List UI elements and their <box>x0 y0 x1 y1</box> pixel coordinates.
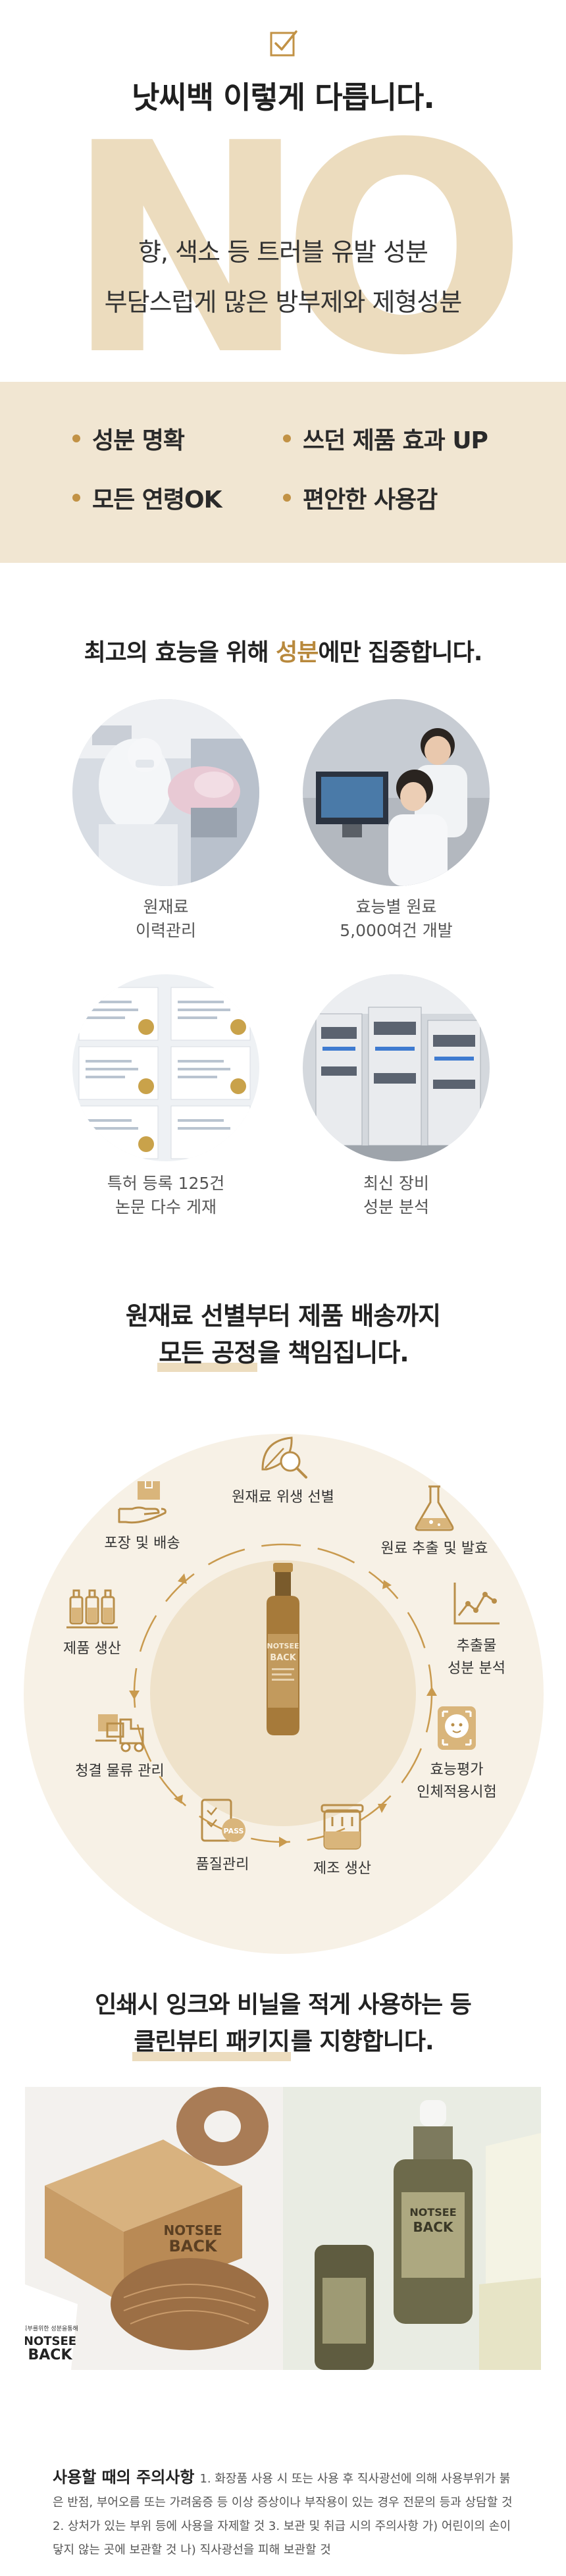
process-step: 원료 추출 및 발효 <box>369 1477 500 1562</box>
lab-worker-photo <box>72 699 259 886</box>
benefit-item: 편안한 사용감 <box>283 481 438 515</box>
process-step: 청결 물류 관리 <box>54 1700 186 1784</box>
bullet-dot-icon <box>283 494 291 502</box>
benefit-label: 쓰던 제품 효과 UP <box>303 427 488 454</box>
flask-icon <box>415 1485 454 1531</box>
process-orbit-ring <box>129 1543 437 1847</box>
bottle-brand-text: NOTSEE <box>267 1642 299 1650</box>
focus-title: 최고의 효능을 위해 성분에만 집중합니다. <box>84 639 483 666</box>
bottles-production-icon <box>66 1589 118 1629</box>
forklift-icon <box>95 1714 144 1752</box>
checkbox-icon <box>270 30 297 57</box>
big-no-watermark: NO <box>64 82 527 419</box>
process-step: 제조 생산 <box>276 1797 408 1881</box>
benefits-band: 성분 명확 쓰던 제품 효과 UP 모든 연령OK 편안한 사용감 <box>0 382 566 563</box>
benefit-label: 성분 명확 <box>92 427 185 454</box>
quality-pass-icon: PASS <box>201 1799 245 1842</box>
caption: 특허 등록 125건 논문 다수 게재 <box>107 1174 225 1217</box>
box-brand-text: NOTSEE <box>163 2222 222 2238</box>
process-step: 추출물 성분 분석 <box>411 1575 542 1679</box>
packaging-photo: NOTSEE BACK 피부를위한 성분을통해 NOTSEE BACK NOTS… <box>25 2087 541 2370</box>
pass-badge-text: PASS <box>224 1827 244 1835</box>
bottle-brand-text: BACK <box>413 2219 454 2235</box>
hand-box-icon <box>118 1481 167 1524</box>
precautions-body: 1. 화장품 사용 시 또는 사용 후 직사광선에 의해 사용부위가 붉은 반점… <box>53 2472 513 2557</box>
benefit-item: 모든 연령OK <box>72 481 222 515</box>
bullet-dot-icon <box>72 434 80 442</box>
benefit-label: 편안한 사용감 <box>303 486 438 513</box>
no-line-1: 향, 색소 등 트러블 유발 성분 <box>138 238 428 267</box>
caption: 원재료 이력관리 <box>135 897 196 940</box>
caption: 효능별 원료 5,000여건 개발 <box>340 897 453 940</box>
packaging-title-line-1: 인쇄시 잉크와 비닐을 적게 사용하는 등 <box>95 1991 472 2018</box>
benefit-item: 성분 명확 <box>72 421 185 456</box>
no-line-2: 부담스럽게 많은 방부제와 제형성분 <box>104 288 463 317</box>
precautions-heading: 사용할 때의 주의사항 <box>53 2468 195 2486</box>
packaging-title-line-2: 클린뷰티 패키지를 지향합니다. <box>0 2022 566 2061</box>
page-title: 낫씨백 이렇게 다릅니다. <box>132 80 435 115</box>
box-brand-text: BACK <box>28 2347 73 2363</box>
box-brand-text: BACK <box>168 2237 217 2255</box>
box-small-text: 피부를위한 성분을통해 <box>25 2325 78 2332</box>
product-bottle-image: NOTSEE BACK <box>267 1563 299 1735</box>
process-title-line-2: 모든 공정을 책임집니다. <box>0 1332 566 1372</box>
benefit-item: 쓰던 제품 효과 UP <box>283 421 488 456</box>
leaf-magnifier-icon <box>261 1436 307 1479</box>
process-step: 포장 및 배송 <box>76 1472 208 1556</box>
bottle-brand-text: NOTSEE <box>409 2206 456 2219</box>
lab-equipment-photo <box>303 974 490 1161</box>
process-step: 제품 생산 <box>26 1577 158 1662</box>
line-graph-icon <box>453 1583 500 1625</box>
process-title-line-1: 원재료 선별부터 제품 배송까지 <box>125 1301 441 1330</box>
face-test-icon <box>438 1706 476 1750</box>
researchers-photo <box>303 699 490 886</box>
manufacturing-tank-icon <box>321 1804 364 1850</box>
box-brand-text: NOTSEE <box>25 2334 76 2348</box>
benefit-label: 모든 연령OK <box>92 486 222 513</box>
process-step: PASS 품질관리 <box>157 1793 288 1878</box>
bullet-dot-icon <box>283 434 291 442</box>
caption: 최신 장비 성분 분석 <box>363 1174 429 1217</box>
bullet-dot-icon <box>72 494 80 502</box>
bottle-brand-text: BACK <box>270 1653 297 1663</box>
patent-certificates-photo <box>72 974 259 1161</box>
process-step: 원재료 위생 선별 <box>217 1426 349 1510</box>
process-step: 효능평가 인체적용시험 <box>391 1698 523 1802</box>
difference-section: 낫씨백 이렇게 다릅니다. NO 향, 색소 등 트러블 유발 성분 부담스럽게… <box>0 0 566 419</box>
